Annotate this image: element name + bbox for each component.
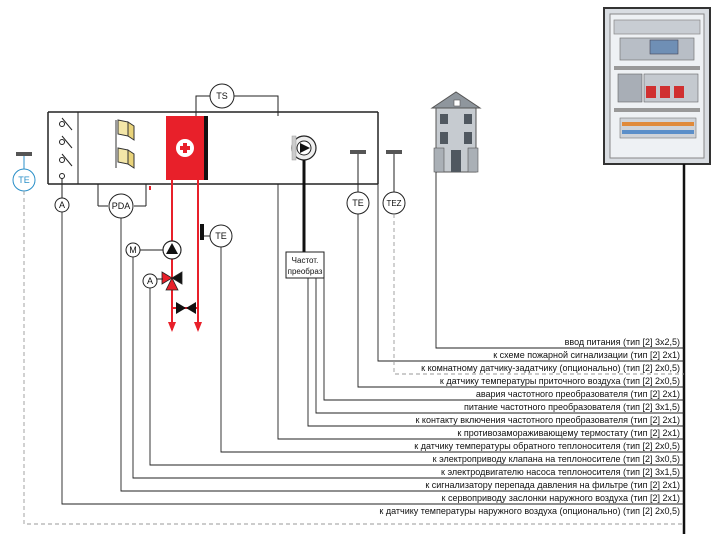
supply-temp-sensor-group: TE	[346, 150, 370, 215]
balancing-valve-icon	[176, 302, 196, 314]
tez-label: TEZ	[386, 199, 401, 208]
supply-fan	[291, 135, 317, 161]
pda-label: PDA	[112, 201, 131, 211]
cable-run-damper-actuator	[61, 212, 684, 505]
pda-sensor-group: PDA	[97, 184, 147, 219]
cable-label-fc-alarm: авария частотного преобразователя (тип […	[476, 389, 680, 399]
cable-run-pump-motor	[132, 257, 684, 479]
cable-run-outdoor-temp	[23, 191, 684, 525]
cable-label-fc-power: питание частотного преобразователя (тип …	[464, 402, 680, 412]
cable-run-power-input	[435, 172, 684, 349]
cable-run-fc-power	[315, 278, 684, 414]
pump-icon	[162, 240, 182, 260]
bag-filter	[115, 119, 135, 169]
cable-run-filter-pda	[120, 218, 684, 492]
cable-label-supply-temp: к датчику температуры приточного воздуха…	[440, 376, 680, 386]
cable-run-fc-alarm	[323, 278, 684, 401]
outdoor-temp-sensor-group: TE	[12, 152, 36, 192]
cable-run-valve-actuator	[149, 288, 684, 466]
frost-thermostat-group: TS	[195, 83, 279, 116]
control-cabinet	[603, 7, 711, 165]
damper-actuator-label: A	[59, 200, 65, 210]
cable-label-fire-alarm: к схеме пожарной сигнализации (тип [2] 2…	[493, 350, 680, 360]
supply-arrow-icon	[168, 322, 176, 332]
cable-label-pump-motor: к электродвигателю насоса теплоносителя …	[441, 467, 680, 477]
fc-label-line-2: преобраз	[288, 267, 323, 276]
cable-label-room-sensor: к комнатному датчику-задатчику (опционал…	[421, 363, 680, 373]
ts-label: TS	[216, 91, 228, 101]
cable-label-fc-start: к контакту включения частотного преобраз…	[415, 415, 680, 425]
cable-runs	[23, 172, 684, 525]
water-heater-coil	[166, 116, 208, 180]
cable-label-power-input: ввод питания (тип [2] 3х2,5)	[565, 337, 680, 347]
cable-run-room-sensor	[393, 214, 684, 375]
cable-run-supply-temp	[357, 214, 684, 388]
cable-label-filter-pda: к сигнализатору перепада давления на фил…	[425, 480, 680, 490]
te-return-label: TE	[215, 231, 227, 241]
three-way-valve-icon	[161, 271, 183, 291]
cable-label-valve-actuator: к электроприводу клапана на теплоносител…	[433, 454, 680, 464]
return-arrow-icon	[194, 322, 202, 332]
cable-labels: ввод питания (тип [2] 3х2,5) к схеме пож…	[379, 337, 680, 516]
cable-run-fire-alarm	[377, 184, 684, 362]
building-icon	[430, 91, 482, 173]
return-temp-probe	[200, 224, 204, 240]
damper-actuator-group: A	[54, 178, 70, 213]
cable-label-frost-thermostat: к противозамораживающему термостату (тип…	[457, 428, 680, 438]
cable-label-return-temp: к датчику температуры обратного теплонос…	[414, 441, 680, 451]
cable-run-frost-thermostat	[277, 184, 684, 440]
valve-actuator-label: A	[147, 276, 153, 286]
fc-label-line-1: Частот.	[292, 256, 319, 265]
room-sensor-group: TEZ	[382, 150, 406, 215]
te-supply-label: TE	[352, 198, 364, 208]
frequency-converter: Частот. преобраз	[285, 160, 325, 279]
pump-motor-label: M	[129, 245, 137, 255]
outdoor-air-damper	[59, 117, 73, 179]
hydraulic-unit: TE M A	[125, 180, 233, 332]
te-outdoor-label: TE	[18, 175, 30, 185]
cable-label-damper-actuator: к сервоприводу заслонки наружного воздух…	[442, 493, 680, 503]
air-handling-unit	[47, 111, 379, 185]
cable-run-fc-start	[307, 278, 684, 427]
cable-run-return-temp	[220, 247, 684, 453]
cable-label-outdoor-temp: к датчику температуры наружного воздуха …	[379, 506, 680, 516]
